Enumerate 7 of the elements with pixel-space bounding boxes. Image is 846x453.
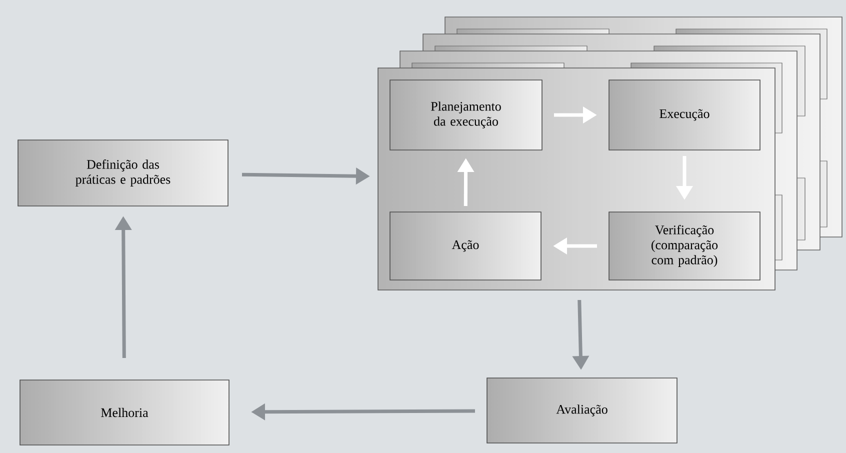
process-box: Ação — [390, 212, 542, 280]
process-box: Execução — [608, 80, 760, 150]
process-box: Avaliação — [486, 378, 678, 444]
process-box: Verificação (comparação com padrão) — [608, 212, 760, 280]
process-box: Melhoria — [20, 380, 230, 446]
process-box: Planejamento da execução — [390, 80, 542, 150]
process-box: Definição das práticas e padrões — [18, 140, 228, 206]
